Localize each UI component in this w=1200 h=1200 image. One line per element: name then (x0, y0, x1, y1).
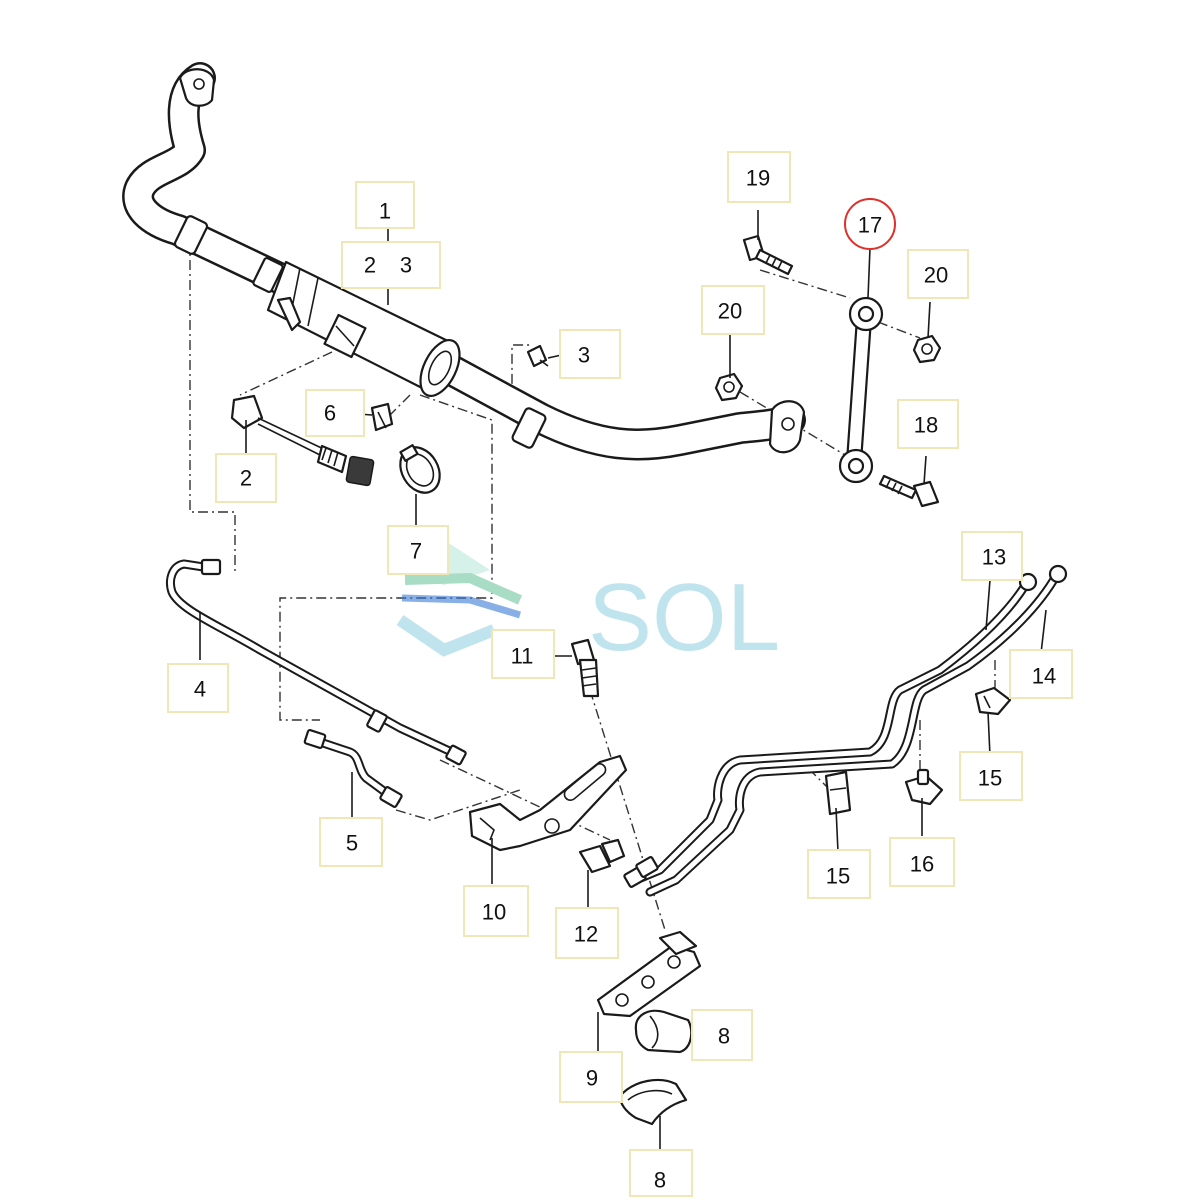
clamp-part-7 (399, 444, 441, 494)
label-15-right-text: 15 (978, 766, 1002, 791)
clip-part-6 (370, 402, 394, 432)
label-5-text: 5 (346, 831, 358, 856)
bushing-part-8-lower (618, 1078, 688, 1126)
label-12: 12 (555, 907, 619, 959)
label-10-text: 10 (482, 900, 506, 925)
label-1-sub: 2 3 (341, 241, 441, 289)
label-20-left-text: 20 (718, 299, 742, 324)
label-7-text: 7 (410, 539, 422, 564)
label-4-text: 4 (194, 677, 206, 702)
label-13-text: 13 (982, 545, 1006, 570)
watermark-stripe-blue (401, 594, 522, 619)
dashed-guide-lines (189, 240, 996, 931)
bolt-part-11 (570, 638, 600, 698)
label-11-text: 11 (511, 644, 534, 669)
label-10: 10 (463, 885, 529, 937)
label-6: 6 (305, 389, 365, 437)
label-8-upper-text: 8 (718, 1024, 730, 1049)
label-19: 19 (727, 151, 791, 203)
label-15-right: 15 (959, 751, 1023, 801)
stabilizer-actuator (252, 257, 461, 397)
label-15-center-text: 15 (826, 864, 850, 889)
label-18-text: 18 (914, 413, 938, 438)
label-6-text: 6 (324, 401, 336, 426)
watermark-stripe-green (404, 572, 523, 605)
label-9: 9 (559, 1051, 623, 1103)
label-15-center: 15 (807, 849, 871, 899)
lines-part-13-14 (623, 564, 1068, 897)
bolt-part-19 (742, 234, 794, 276)
link-rod-part-17 (838, 296, 884, 484)
watermark-stripe-light (396, 615, 497, 657)
clip-part-15-right (974, 686, 1012, 716)
clip-part-16 (904, 768, 944, 806)
label-8-lower-text: 8 (654, 1168, 666, 1193)
label-3: 3 (559, 329, 621, 379)
label-19-text: 19 (746, 166, 770, 191)
label-20-left: 20 (701, 285, 765, 335)
label-8-lower: 8 (629, 1149, 693, 1197)
label-17-highlight-circle (844, 198, 896, 250)
part-labels: 1 2 3 2 3 4 5 6 7 (167, 151, 1073, 1197)
nut-part-20-right (912, 334, 942, 364)
line-part-5 (303, 728, 403, 808)
label-12-text: 12 (574, 922, 598, 947)
label-17: 17 (844, 198, 896, 250)
line-part-4 (166, 558, 467, 766)
label-20-right-text: 20 (924, 263, 948, 288)
clip-part-15-center (824, 770, 852, 816)
label-11: 11 (491, 629, 555, 679)
label-20-right: 20 (907, 249, 969, 299)
clip-part-12 (578, 838, 626, 874)
label-1-sub-b-text: 3 (400, 253, 412, 278)
label-2-text: 2 (240, 466, 252, 491)
label-16: 16 (889, 837, 955, 887)
label-3-text: 3 (578, 343, 590, 368)
bolt-part-18 (878, 474, 940, 508)
bracket-part-10 (468, 754, 628, 852)
label-5: 5 (319, 817, 383, 867)
bushing-part-8-upper (634, 1009, 693, 1054)
label-1-sub-a-text: 2 (364, 253, 376, 278)
label-14-text: 14 (1032, 664, 1056, 689)
label-16-text: 16 (910, 852, 934, 877)
label-8-upper: 8 (691, 1009, 753, 1061)
screw-part-3 (526, 344, 549, 368)
label-14: 14 (1009, 649, 1073, 699)
label-2: 2 (215, 453, 277, 503)
label-13: 13 (961, 531, 1023, 581)
label-4: 4 (167, 663, 229, 713)
label-9-text: 9 (586, 1066, 598, 1091)
stabilizer-bar (122, 62, 806, 461)
watermark-logo: SOL (396, 540, 780, 671)
label-18: 18 (897, 399, 959, 449)
label-1: 1 (355, 181, 415, 229)
mount-part-9 (596, 930, 702, 1018)
sensor-part-2 (230, 394, 375, 487)
label-7: 7 (387, 525, 449, 575)
watermark-text: SOL (588, 564, 780, 671)
nut-part-20-left (714, 372, 744, 402)
label-1-text: 1 (379, 199, 391, 224)
label-17-text: 17 (858, 213, 882, 238)
